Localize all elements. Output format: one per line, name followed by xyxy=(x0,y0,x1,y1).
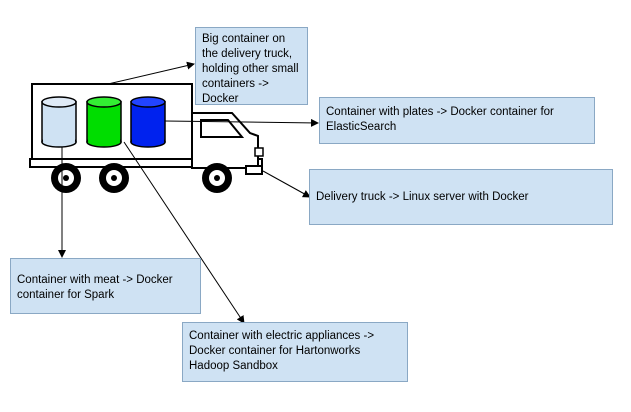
callout-truck: Delivery truck -> Linux server with Dock… xyxy=(309,169,613,225)
callout-meat-text: Container with meat -> Docker container … xyxy=(17,274,173,301)
plates-container-icon xyxy=(130,96,166,148)
meat-container-icon xyxy=(41,96,77,148)
callout-plates: Container with plates -> Docker containe… xyxy=(319,97,595,144)
truck-bumper xyxy=(245,165,263,175)
truck-cab-window xyxy=(200,119,245,138)
arrow-electric xyxy=(123,141,245,324)
callout-meat: Container with meat -> Docker container … xyxy=(10,258,201,314)
callout-plates-text: Container with plates -> Docker containe… xyxy=(326,106,554,133)
truck-headlight xyxy=(254,147,264,157)
truck-wheel-front xyxy=(202,163,232,193)
callout-big-container-text: Big container on the delivery truck, hol… xyxy=(202,33,299,105)
truck-wheel-rear-1 xyxy=(51,163,81,193)
electric-container-icon xyxy=(86,96,122,148)
callout-big-container: Big container on the delivery truck, hol… xyxy=(195,27,308,105)
callout-electric: Container with electric appliances -> Do… xyxy=(182,322,408,382)
arrow-plates xyxy=(164,118,319,127)
truck-wheel-rear-2 xyxy=(99,163,129,193)
callout-electric-text: Container with electric appliances -> Do… xyxy=(189,330,375,372)
arrow-truck xyxy=(262,170,311,198)
truck-chassis xyxy=(29,158,263,168)
arrow-big-container xyxy=(107,61,195,85)
callout-truck-text: Delivery truck -> Linux server with Dock… xyxy=(316,191,529,203)
